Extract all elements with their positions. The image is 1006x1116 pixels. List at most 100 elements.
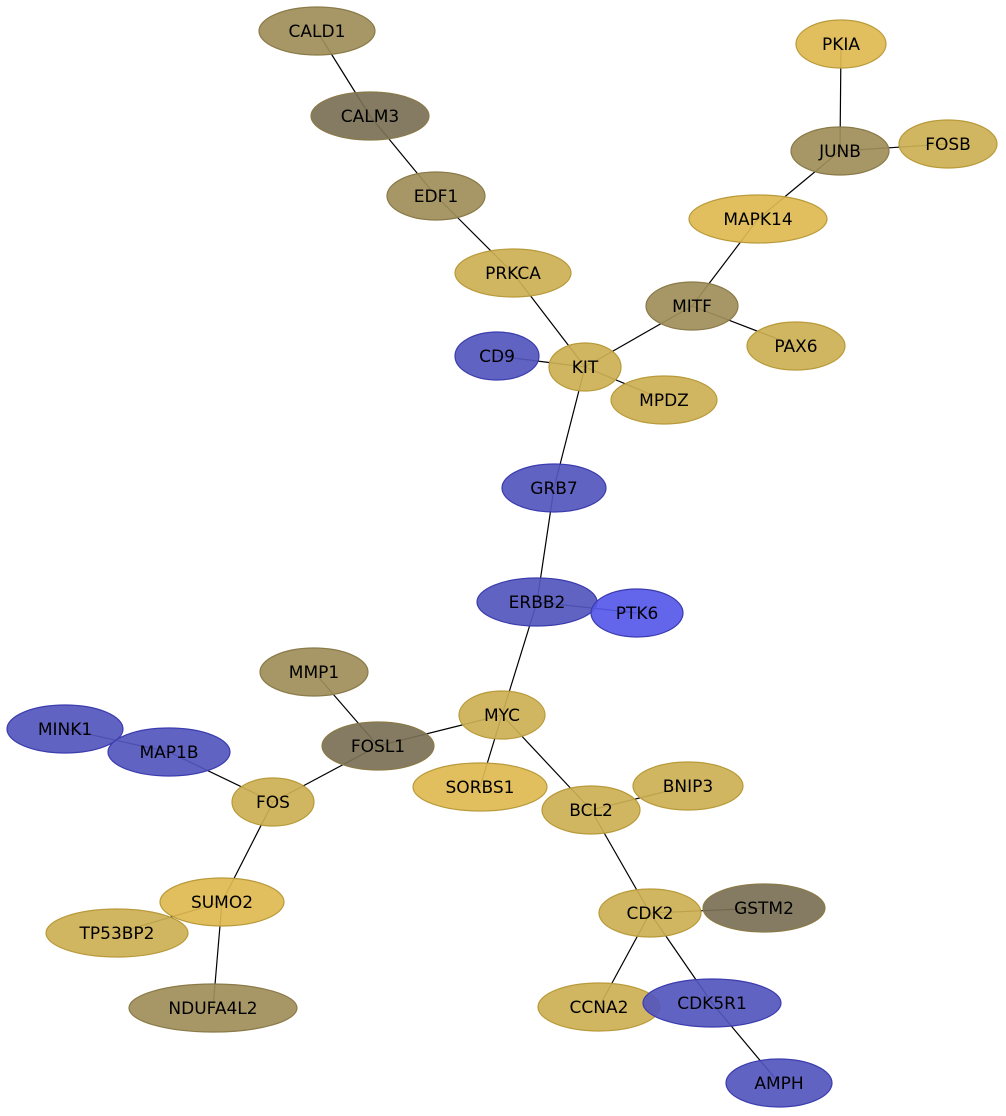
node-ellipse-ptk6[interactable]	[590, 588, 684, 638]
node-label-calm3: CALM3	[341, 107, 399, 127]
node-fosl1[interactable]: FOSL1	[321, 721, 435, 771]
node-label-amph: AMPH	[754, 1074, 803, 1094]
node-mpdz[interactable]: MPDZ	[610, 375, 718, 425]
node-map1b[interactable]: MAP1B	[107, 727, 231, 777]
node-label-ptk6: PTK6	[616, 604, 659, 624]
node-label-fosb: FOSB	[925, 135, 971, 155]
node-ellipse-mink1[interactable]	[6, 704, 124, 754]
node-ellipse-fos[interactable]	[231, 777, 315, 827]
node-ellipse-mapk14[interactable]	[688, 194, 828, 244]
node-edf1[interactable]: EDF1	[386, 171, 486, 221]
node-label-grb7: GRB7	[530, 479, 577, 499]
node-ellipse-calm3[interactable]	[310, 91, 430, 141]
node-ellipse-prkca[interactable]	[454, 248, 572, 298]
node-ellipse-cdk2[interactable]	[598, 888, 702, 938]
node-ellipse-mmp1[interactable]	[259, 647, 369, 697]
node-label-junb: JUNB	[818, 142, 861, 162]
node-gstm2[interactable]: GSTM2	[702, 883, 826, 933]
node-label-edf1: EDF1	[414, 187, 458, 207]
node-mitf[interactable]: MITF	[645, 281, 739, 331]
node-fos[interactable]: FOS	[231, 777, 315, 827]
node-label-mapk14: MAPK14	[723, 210, 792, 230]
node-label-erbb2: ERBB2	[509, 593, 566, 613]
node-label-myc: MYC	[484, 706, 520, 726]
node-ellipse-map1b[interactable]	[107, 727, 231, 777]
node-mapk14[interactable]: MAPK14	[688, 194, 828, 244]
node-label-prkca: PRKCA	[485, 264, 541, 284]
node-label-ccna2: CCNA2	[570, 998, 629, 1018]
node-ellipse-mpdz[interactable]	[610, 375, 718, 425]
node-junb[interactable]: JUNB	[790, 126, 890, 176]
node-label-bnip3: BNIP3	[663, 777, 713, 797]
node-tp53bp2[interactable]: TP53BP2	[45, 908, 189, 958]
node-cdk5r1[interactable]: CDK5R1	[642, 978, 782, 1028]
node-label-sumo2: SUMO2	[191, 893, 253, 913]
node-erbb2[interactable]: ERBB2	[476, 577, 598, 627]
node-amph[interactable]: AMPH	[725, 1058, 833, 1108]
node-ellipse-bnip3[interactable]	[632, 761, 744, 811]
node-ellipse-sorbs1[interactable]	[412, 762, 548, 812]
node-label-mink1: MINK1	[38, 720, 92, 740]
node-prkca[interactable]: PRKCA	[454, 248, 572, 298]
node-label-tp53bp2: TP53BP2	[79, 924, 155, 944]
node-ndufa4l2[interactable]: NDUFA4L2	[128, 983, 298, 1033]
node-mink1[interactable]: MINK1	[6, 704, 124, 754]
node-ellipse-gstm2[interactable]	[702, 883, 826, 933]
node-ptk6[interactable]: PTK6	[590, 588, 684, 638]
node-label-cdk5r1: CDK5R1	[677, 994, 747, 1014]
node-ellipse-ndufa4l2[interactable]	[128, 983, 298, 1033]
node-label-mpdz: MPDZ	[639, 391, 689, 411]
node-ellipse-cdk5r1[interactable]	[642, 978, 782, 1028]
node-kit[interactable]: KIT	[548, 342, 622, 392]
node-bcl2[interactable]: BCL2	[541, 785, 641, 835]
edges-layer	[64, 30, 949, 1084]
node-label-sorbs1: SORBS1	[446, 778, 515, 798]
node-pax6[interactable]: PAX6	[746, 321, 846, 371]
node-ellipse-mitf[interactable]	[645, 281, 739, 331]
node-label-pax6: PAX6	[774, 337, 817, 357]
node-ellipse-cald1[interactable]	[258, 6, 376, 56]
node-label-bcl2: BCL2	[569, 801, 613, 821]
node-ellipse-bcl2[interactable]	[541, 785, 641, 835]
node-label-fosl1: FOSL1	[351, 737, 405, 757]
node-sorbs1[interactable]: SORBS1	[412, 762, 548, 812]
node-ellipse-junb[interactable]	[790, 126, 890, 176]
node-calm3[interactable]: CALM3	[310, 91, 430, 141]
node-fosb[interactable]: FOSB	[898, 119, 998, 169]
node-label-gstm2: GSTM2	[734, 899, 794, 919]
node-label-mmp1: MMP1	[289, 663, 339, 683]
node-ellipse-sumo2[interactable]	[159, 877, 285, 927]
node-ellipse-grb7[interactable]	[501, 463, 607, 513]
node-cd9[interactable]: CD9	[454, 331, 540, 381]
node-ellipse-tp53bp2[interactable]	[45, 908, 189, 958]
node-label-pkia: PKIA	[822, 35, 860, 55]
node-cald1[interactable]: CALD1	[258, 6, 376, 56]
node-label-mitf: MITF	[672, 297, 712, 317]
node-label-map1b: MAP1B	[139, 743, 198, 763]
node-bnip3[interactable]: BNIP3	[632, 761, 744, 811]
node-ellipse-pax6[interactable]	[746, 321, 846, 371]
node-sumo2[interactable]: SUMO2	[159, 877, 285, 927]
node-label-cdk2: CDK2	[627, 904, 674, 924]
node-label-kit: KIT	[572, 358, 599, 378]
node-ellipse-fosl1[interactable]	[321, 721, 435, 771]
node-label-cald1: CALD1	[289, 22, 346, 42]
node-ccna2[interactable]: CCNA2	[537, 982, 661, 1032]
node-ellipse-myc[interactable]	[458, 690, 546, 740]
node-myc[interactable]: MYC	[458, 690, 546, 740]
node-ellipse-edf1[interactable]	[386, 171, 486, 221]
node-ellipse-kit[interactable]	[548, 342, 622, 392]
node-label-cd9: CD9	[479, 347, 515, 367]
node-label-ndufa4l2: NDUFA4L2	[168, 999, 257, 1019]
node-ellipse-amph[interactable]	[725, 1058, 833, 1108]
node-ellipse-fosb[interactable]	[898, 119, 998, 169]
node-grb7[interactable]: GRB7	[501, 463, 607, 513]
node-ellipse-pkia[interactable]	[795, 19, 887, 69]
node-cdk2[interactable]: CDK2	[598, 888, 702, 938]
node-label-fos: FOS	[256, 793, 290, 813]
node-mmp1[interactable]: MMP1	[259, 647, 369, 697]
node-pkia[interactable]: PKIA	[795, 19, 887, 69]
node-ellipse-cd9[interactable]	[454, 331, 540, 381]
